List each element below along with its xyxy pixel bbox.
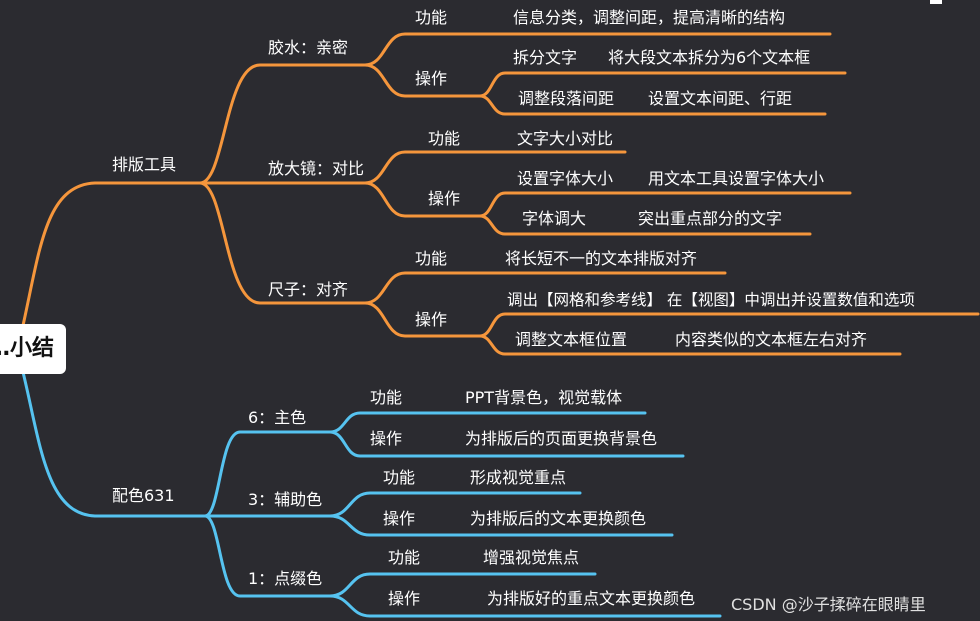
- branch-color-631[interactable]: 配色631: [112, 486, 175, 505]
- connector-ruler-operation: [363, 301, 482, 338]
- connector-root-layout: [20, 181, 202, 332]
- connector-color-accent: [203, 514, 332, 598]
- node-aux-function-label[interactable]: 功能: [383, 468, 416, 487]
- node-ruler[interactable]: 尺子：对齐: [268, 280, 349, 299]
- node-ruler-op2-a[interactable]: 调整文本框位置: [515, 330, 628, 349]
- branch-layout-tools[interactable]: 排版工具: [112, 155, 177, 174]
- node-ruler-op1-a[interactable]: 调出【网格和参考线】 在【视图】中调出并设置数值和选项: [507, 291, 915, 309]
- node-glue-op2-b[interactable]: 设置文本间距、行距: [648, 89, 793, 108]
- connector-aux-operation: [328, 514, 674, 537]
- node-glue-op1-b[interactable]: 将大段文本拆分为6个文本框: [608, 48, 811, 67]
- node-mag-op2-b[interactable]: 突出重点部分的文字: [638, 209, 783, 228]
- csdn-watermark: CSDN @沙子揉碎在眼睛里: [731, 595, 926, 614]
- node-main-function-label[interactable]: 功能: [370, 388, 403, 407]
- node-accent-function-text[interactable]: 增强视觉焦点: [483, 548, 580, 567]
- node-glue-function-label[interactable]: 功能: [415, 8, 448, 27]
- connector-layout-ruler: [198, 181, 367, 305]
- connector-glue-operation: [363, 63, 482, 98]
- window-corner-mark: [930, 0, 942, 4]
- node-accent-color[interactable]: 1：点缀色: [248, 569, 323, 588]
- node-ruler-op2-b[interactable]: 内容类似的文本框左右对齐: [675, 330, 868, 349]
- node-mag-operation-label[interactable]: 操作: [428, 189, 461, 208]
- connector-color-main: [203, 430, 332, 518]
- connector-mag-operation: [363, 181, 482, 218]
- connector-layout-glue: [198, 63, 367, 185]
- node-main-function-text[interactable]: PPT背景色，视觉载体: [465, 388, 623, 407]
- node-main-color[interactable]: 6：主色: [248, 408, 307, 427]
- connector-ruler-op2: [478, 334, 902, 356]
- connector-glue-function: [363, 32, 832, 67]
- node-accent-function-label[interactable]: 功能: [388, 548, 421, 567]
- node-main-operation-text[interactable]: 为排版后的页面更换背景色: [465, 429, 658, 448]
- node-glue-op1-a[interactable]: 拆分文字: [513, 48, 578, 67]
- node-mag-op1-b[interactable]: 用文本工具设置字体大小: [648, 169, 825, 188]
- node-accent-operation-label[interactable]: 操作: [388, 589, 421, 608]
- node-aux-function-text[interactable]: 形成视觉重点: [470, 468, 567, 487]
- node-mag-op2-a[interactable]: 字体调大: [522, 209, 587, 228]
- root-node[interactable]: …小结: [0, 324, 66, 374]
- connector-accent-operation: [328, 594, 722, 618]
- node-glue-function-text[interactable]: 信息分类，调整间距，提高清晰的结构: [513, 8, 786, 27]
- node-aux-color[interactable]: 3：辅助色: [248, 490, 323, 509]
- connector-ruler-function: [363, 271, 727, 305]
- node-main-operation-label[interactable]: 操作: [370, 429, 403, 448]
- node-ruler-operation-label[interactable]: 操作: [415, 310, 448, 329]
- connector-mag-function: [363, 150, 627, 185]
- node-accent-operation-text[interactable]: 为排版好的重点文本更换颜色: [487, 589, 696, 608]
- node-mag-function-label[interactable]: 功能: [428, 129, 461, 148]
- node-magnifier[interactable]: 放大镜：对比: [268, 159, 365, 178]
- node-mag-op1-a[interactable]: 设置字体大小: [517, 169, 614, 188]
- connector-root-color: [20, 366, 207, 518]
- node-aux-operation-text[interactable]: 为排版后的文本更换颜色: [470, 509, 647, 528]
- connector-main-operation: [328, 430, 685, 458]
- node-glue-op2-a[interactable]: 调整段落间距: [518, 89, 615, 108]
- connector-mag-op2: [478, 214, 812, 236]
- node-mag-function-text[interactable]: 文字大小对比: [517, 129, 614, 148]
- node-glue[interactable]: 胶水：亲密: [268, 38, 349, 57]
- node-aux-operation-label[interactable]: 操作: [383, 509, 416, 528]
- node-glue-operation-label[interactable]: 操作: [415, 69, 448, 88]
- node-ruler-function-label[interactable]: 功能: [415, 249, 448, 268]
- connector-glue-op2: [478, 94, 827, 116]
- node-ruler-function-text[interactable]: 将长短不一的文本排版对齐: [505, 249, 698, 268]
